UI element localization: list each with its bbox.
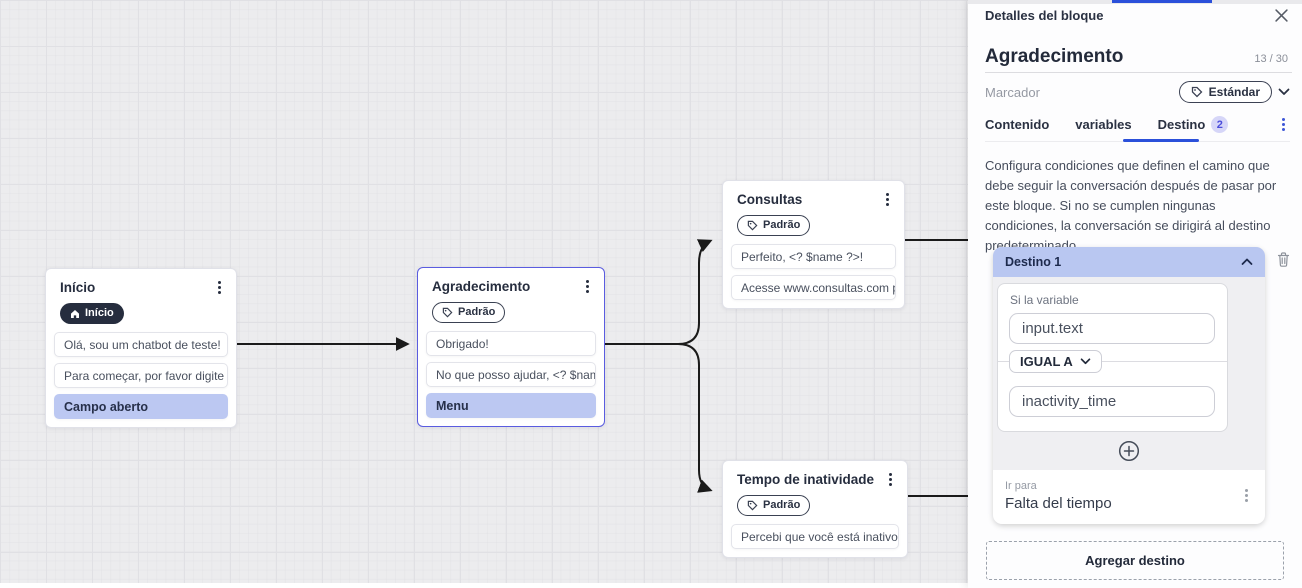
marker-label: Marcador [985,84,1040,100]
node-menu-icon[interactable] [580,278,594,295]
node-menu-icon[interactable] [880,191,894,208]
destino-count-badge: 2 [1211,116,1229,133]
destination-title: Destino 1 [1005,255,1062,269]
goto-label: Ir para [1005,480,1037,492]
standard-badge: Padrão [737,495,811,516]
panel-top-strip [968,0,1302,4]
flow-edges [236,239,968,497]
condition-divider: IGUAL A [998,350,1227,373]
condition-label: Si la variable [1010,293,1079,307]
marker-chip[interactable]: Estándar [1178,81,1272,103]
char-counter: 13 / 30 [1254,53,1288,65]
flow-node-agradecimento[interactable]: Agradecimento Padrão Obrigado! No que po… [417,267,605,427]
add-condition-icon[interactable] [1118,440,1140,462]
node-message-row: Olá, sou um chatbot de teste! [54,332,228,357]
flow-node-tempo-inatividade[interactable]: Tempo de inatividade Padrão Percebi que … [722,460,908,558]
chevron-up-icon[interactable] [1241,258,1253,266]
edge-agradecimento-tempo [604,343,713,493]
goto-value: Falta del tiempo [1005,495,1112,512]
operator-dropdown[interactable]: IGUAL A [1009,350,1102,373]
chevron-down-icon[interactable] [1278,88,1290,96]
node-menu-icon[interactable] [883,471,897,488]
node-message-row: Perfeito, <? $name ?>! [731,244,896,269]
node-title: Tempo de inatividade [737,472,875,487]
divider [985,72,1292,73]
node-message-row: Obrigado! [426,331,596,356]
node-action-row[interactable]: Menu [426,393,596,418]
variable-input[interactable]: input.text [1009,313,1215,344]
node-action-row[interactable]: Campo aberto [54,394,228,419]
flow-node-inicio[interactable]: Início Início Olá, sou um chatbot de tes… [45,268,237,428]
block-details-panel: Detalles del bloque Agradecimento 13 / 3… [968,0,1302,588]
chevron-down-icon [1080,358,1091,365]
goto-menu-icon[interactable] [1239,487,1253,504]
flow-canvas[interactable]: Início Início Olá, sou um chatbot de tes… [0,0,968,588]
tag-icon [442,307,453,318]
start-badge: Início [60,303,124,324]
tag-icon [747,500,758,511]
active-tab-indicator [1123,139,1199,142]
destination-card: Destino 1 Si la variable input.text IGUA… [993,247,1265,524]
panel-top-indicator [1112,0,1212,3]
block-name: Agradecimento [985,46,1124,67]
node-message-row: Para começar, por favor digite o ... [54,363,228,388]
flow-node-consultas[interactable]: Consultas Padrão Perfeito, <? $name ?>! … [722,180,905,309]
add-destination-button[interactable]: Agregar destino [986,541,1284,580]
compare-value-input[interactable]: inactivity_time [1009,386,1215,417]
panel-title: Detalles del bloque [985,8,1104,23]
trash-icon[interactable] [1276,251,1291,273]
node-title: Consultas [737,192,803,207]
destination-description: Configura condiciones que definen el cam… [985,158,1277,253]
close-icon[interactable] [1275,9,1288,22]
destination-target-row: Ir para Falta del tiempo [993,470,1265,524]
tag-icon [747,220,758,231]
node-menu-icon[interactable] [212,279,226,296]
tab-variables[interactable]: variables [1075,117,1132,132]
standard-badge: Padrão [737,215,811,236]
node-message-row: Acesse www.consultas.com par... [731,275,896,300]
node-message-row: Percebi que você está inativo. C... [731,524,899,549]
canvas-horizontal-scrollbar[interactable] [0,583,968,588]
node-title: Início [60,280,96,295]
standard-badge: Padrão [432,302,506,323]
home-icon [71,309,79,318]
destination-header[interactable]: Destino 1 [993,247,1265,277]
node-title: Agradecimento [432,279,531,294]
tag-icon [1191,86,1203,98]
edge-agradecimento-consultas [604,239,713,345]
tabs-menu-icon[interactable] [1276,116,1290,133]
tab-destino[interactable]: Destino 2 [1158,116,1229,133]
node-message-row: No que posso ajudar, <? $name ... [426,362,596,387]
tab-contenido[interactable]: Contenido [985,117,1050,132]
condition-card: Si la variable input.text IGUAL A inacti… [997,283,1228,432]
